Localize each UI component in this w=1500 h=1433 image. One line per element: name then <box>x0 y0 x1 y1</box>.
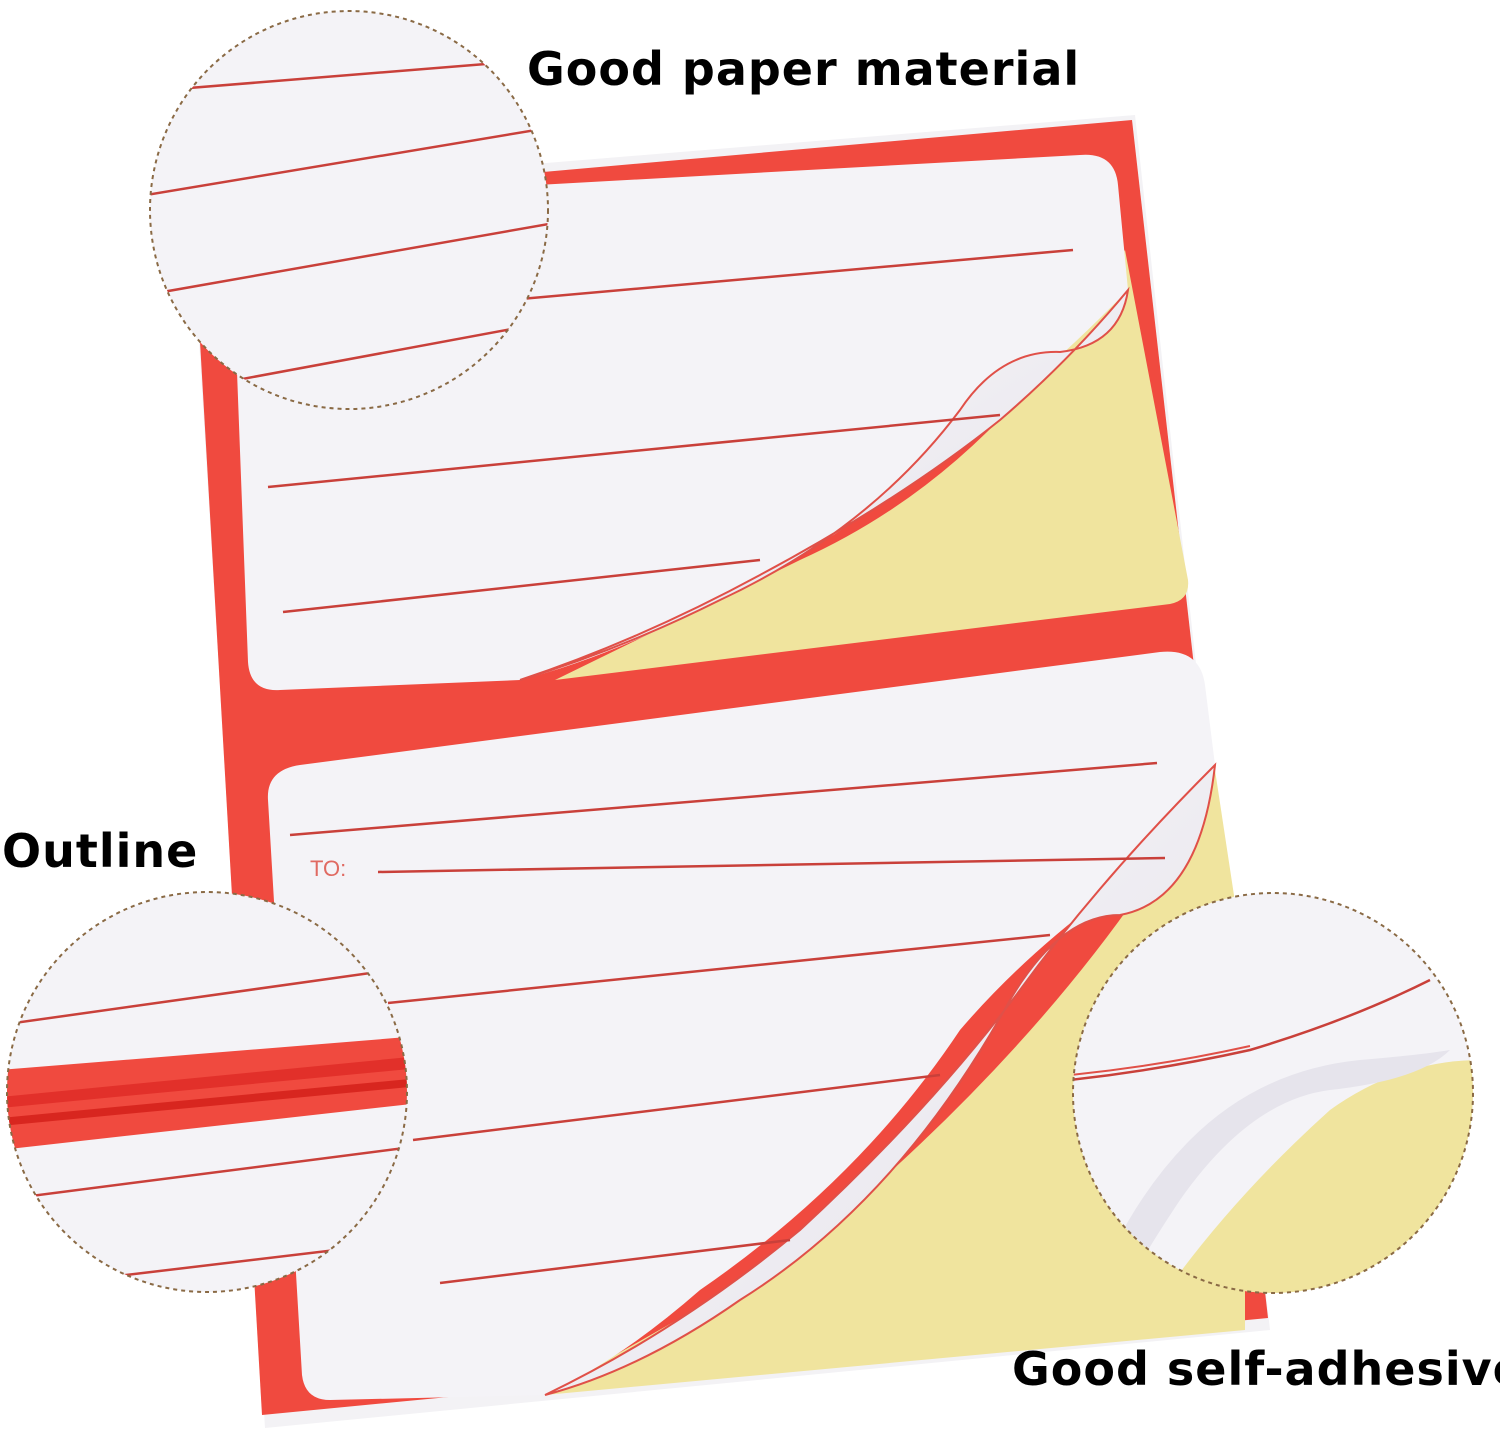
zoom-self-adhesive <box>1072 892 1474 1294</box>
to-label: TO: <box>310 856 346 881</box>
zoom-circle-dashed-border <box>6 891 408 1293</box>
callout-good-self-adhesive: Good self-adhesive <box>1012 1342 1500 1396</box>
top-label-curl <box>519 286 1130 681</box>
top-yellow-backing <box>555 250 1189 680</box>
zoom-outline <box>6 891 408 1293</box>
zoom-circle-dashed-border <box>1072 892 1474 1294</box>
bottom-label-face <box>267 651 1215 1400</box>
callout-good-paper-material: Good paper material <box>527 42 1081 96</box>
bottom-yellow-backing <box>545 770 1263 1395</box>
bottom-label-curl <box>544 762 1217 1396</box>
bottom-label-lines <box>289 761 1166 1285</box>
zoom-circle-dashed-border <box>149 10 549 410</box>
callout-outline: Outline <box>2 824 199 878</box>
